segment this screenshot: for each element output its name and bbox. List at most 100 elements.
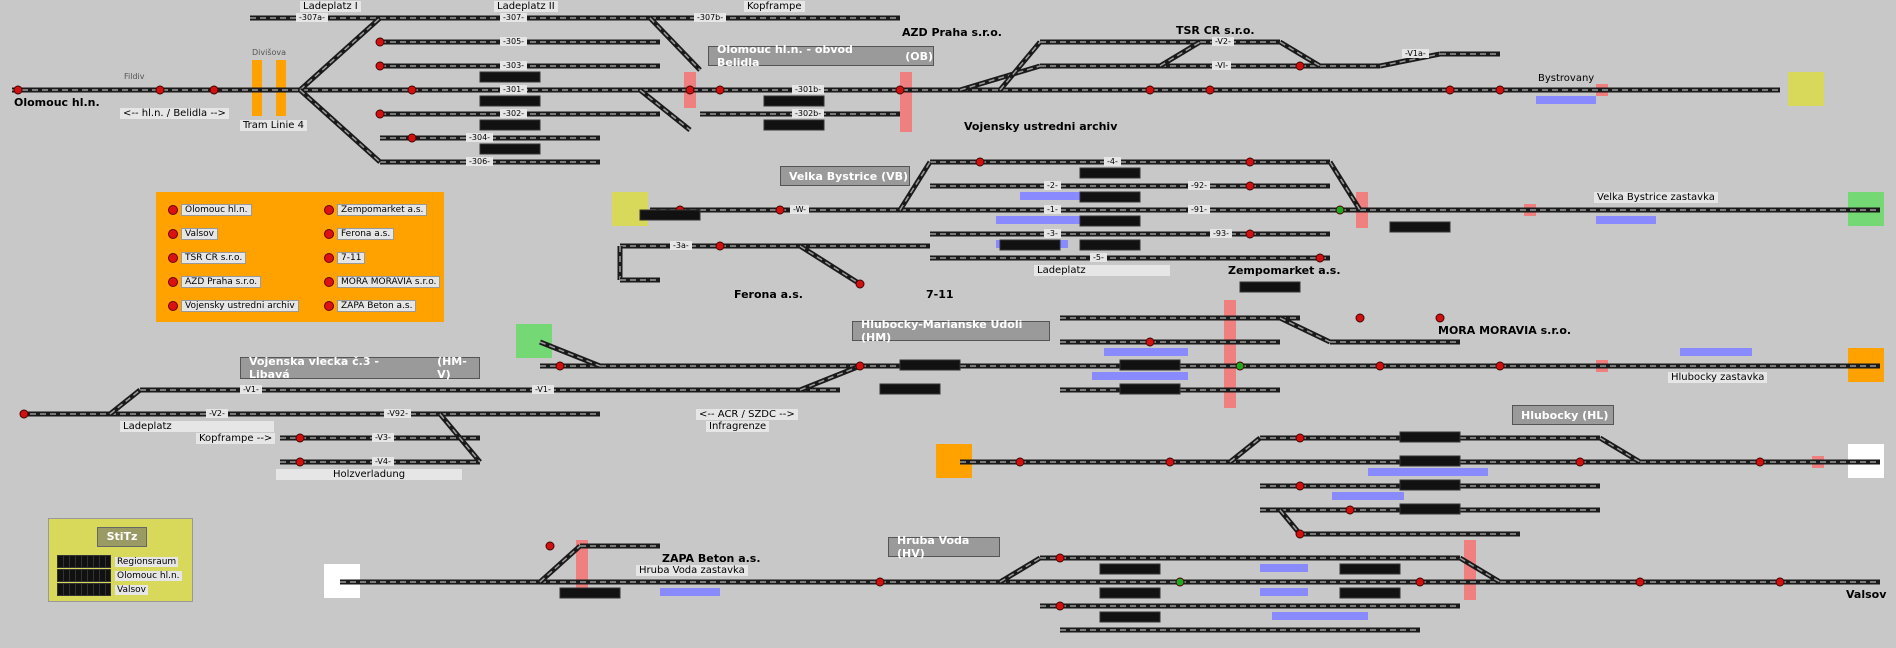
signal-icon[interactable] <box>1495 361 1505 371</box>
signal-icon[interactable] <box>1245 229 1255 239</box>
signal-icon[interactable] <box>545 541 555 551</box>
signal-icon[interactable] <box>295 457 305 467</box>
signal-icon[interactable] <box>375 37 385 47</box>
track-segment[interactable] <box>1327 160 1363 212</box>
place-tsr: TSR CR s.r.o. <box>1176 24 1255 37</box>
signal-icon[interactable] <box>1145 85 1155 95</box>
legend-item-9[interactable]: ZAPA Beton a.s. <box>324 300 417 312</box>
signal-icon[interactable] <box>855 279 865 289</box>
stitz-row-1[interactable]: Olomouc hl.n. <box>57 569 182 582</box>
occupied-block <box>1224 300 1236 408</box>
signal-icon[interactable] <box>1345 505 1355 515</box>
track-vb-3a: -3a- <box>670 241 692 250</box>
signal-icon[interactable] <box>375 109 385 119</box>
counter-display <box>1339 587 1401 599</box>
signal-icon[interactable] <box>1235 361 1245 371</box>
legend-item-8[interactable]: MORA MORAVIA s.r.o. <box>324 276 441 288</box>
legend-item-5[interactable]: Zempomarket a.s. <box>324 204 428 216</box>
signal-icon[interactable] <box>1635 577 1645 587</box>
signal-icon[interactable] <box>407 85 417 95</box>
occupied-block <box>900 72 912 132</box>
signal-icon[interactable] <box>1165 457 1175 467</box>
signal-icon[interactable] <box>975 157 985 167</box>
platform <box>1020 192 1080 200</box>
signal-icon[interactable] <box>1295 529 1305 539</box>
signal-icon[interactable] <box>1145 337 1155 347</box>
signal-icon[interactable] <box>19 409 29 419</box>
signal-icon[interactable] <box>1755 457 1765 467</box>
signal-icon[interactable] <box>1055 601 1065 611</box>
signal-icon[interactable] <box>407 133 417 143</box>
signal-icon[interactable] <box>1205 85 1215 95</box>
signal-icon[interactable] <box>1245 157 1255 167</box>
signal-icon[interactable] <box>1245 181 1255 191</box>
station-ob[interactable]: Olomouc hl.n. - obvod Belidla (OB) <box>708 43 934 69</box>
signal-icon[interactable] <box>685 85 695 95</box>
legend-item-6[interactable]: Ferona a.s. <box>324 228 395 240</box>
signal-icon[interactable] <box>715 241 725 251</box>
stitz-row-0[interactable]: Regionsraum <box>57 555 179 568</box>
signal-icon <box>168 205 178 215</box>
signal-icon[interactable] <box>1015 457 1025 467</box>
station-hmv[interactable]: Vojenska vlecka č.3 - Libavá (HM-V) <box>240 355 480 381</box>
track-vb-1: -1- <box>1044 205 1061 214</box>
signal-icon[interactable] <box>295 433 305 443</box>
station-vb[interactable]: Velka Bystrice (VB) <box>780 166 910 186</box>
station-hv[interactable]: Hruba Voda (HV) <box>888 534 1000 560</box>
stitz-row-2[interactable]: Valsov <box>57 583 148 596</box>
signal-icon[interactable] <box>1055 553 1065 563</box>
signal-icon[interactable] <box>875 577 885 587</box>
platform <box>1104 348 1188 356</box>
legend-item-7[interactable]: 7-11 <box>324 252 366 264</box>
signal-icon[interactable] <box>1495 85 1505 95</box>
signal-icon[interactable] <box>1335 205 1345 215</box>
label-fildiv: Fildiv <box>124 72 145 81</box>
signal-icon[interactable] <box>715 85 725 95</box>
legend-item-0[interactable]: Olomouc hl.n. <box>168 204 252 216</box>
signal-icon[interactable] <box>1435 313 1445 323</box>
station-hl-label: Hlubocky (HL) <box>1521 408 1609 422</box>
legend-item-2[interactable]: TSR CR s.r.o. <box>168 252 247 264</box>
signal-icon[interactable] <box>209 85 219 95</box>
place-olomouc: Olomouc hl.n. <box>14 96 100 109</box>
signal-icon[interactable] <box>555 361 565 371</box>
signal-icon[interactable] <box>1295 481 1305 491</box>
signal-icon[interactable] <box>1375 361 1385 371</box>
signal-icon[interactable] <box>895 85 905 95</box>
track-segment-inner <box>539 341 601 367</box>
signal-icon[interactable] <box>855 361 865 371</box>
track-segment-inner <box>1279 509 1301 535</box>
legend-item-1[interactable]: Valsov <box>168 228 218 240</box>
signal-icon[interactable] <box>1355 313 1365 323</box>
label-divisova: Divišova <box>252 48 287 57</box>
signal-icon[interactable] <box>13 85 23 95</box>
signal-icon[interactable] <box>1445 85 1455 95</box>
signal-icon <box>324 205 334 215</box>
signal-icon[interactable] <box>1175 577 1185 587</box>
track-segment[interactable] <box>897 160 933 212</box>
signal-icon[interactable] <box>1295 61 1305 71</box>
occupied-block <box>1464 540 1476 600</box>
station-hm[interactable]: Hlubocky-Marianske Udoli (HM) <box>852 318 1050 344</box>
signal-icon[interactable] <box>775 205 785 215</box>
place-vojensky: Vojensky ustredni archiv <box>964 120 1118 133</box>
track-302b: -302b- <box>792 109 825 118</box>
signal-icon[interactable] <box>1295 433 1305 443</box>
legend-item-3[interactable]: AZD Praha s.r.o. <box>168 276 262 288</box>
legend-item-4[interactable]: Vojensky ustredni archiv <box>168 300 299 312</box>
label-kopframpe2: Kopframpe --> <box>196 433 276 444</box>
signal-icon[interactable] <box>1415 577 1425 587</box>
track-hmv-v4: -V4- <box>372 457 394 466</box>
station-hl[interactable]: Hlubocky (HL) <box>1512 405 1614 425</box>
signal-icon[interactable] <box>1315 253 1325 263</box>
signal-icon[interactable] <box>375 61 385 71</box>
counter-display <box>1339 563 1401 575</box>
signal-icon[interactable] <box>1775 577 1785 587</box>
track-304: -304- <box>466 133 494 142</box>
counter-display <box>479 95 541 107</box>
signal-icon[interactable] <box>155 85 165 95</box>
signal-icon[interactable] <box>1575 457 1585 467</box>
track-segment[interactable] <box>1278 315 1332 345</box>
